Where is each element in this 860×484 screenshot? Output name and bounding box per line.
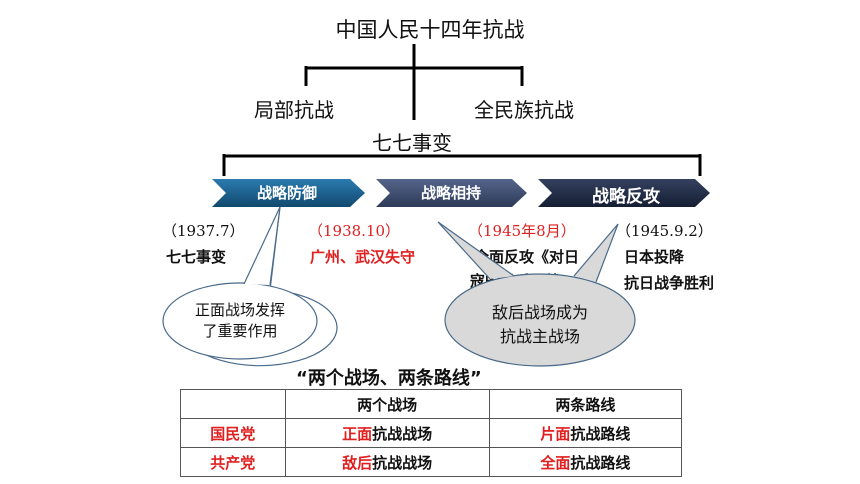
- table-row: 国民党 正面抗战战场 片面抗战路线: [180, 418, 683, 448]
- route-emphasis: 片面: [540, 424, 571, 443]
- battlefield-text: 抗战战场: [372, 453, 433, 472]
- diagram-title: 中国人民十四年抗战: [335, 18, 525, 42]
- party-cell: 共产党: [180, 447, 286, 477]
- battlefield-text: 抗战战场: [372, 424, 433, 443]
- event-surrender: 日本投降: [624, 248, 685, 266]
- branch-left-label: 局部抗战: [254, 98, 334, 122]
- table-row: 共产党 敌后抗战战场 全面抗战路线: [180, 447, 683, 477]
- event-counteroffensive-l1: 全面反攻《对日: [474, 248, 580, 266]
- party-cell: 国民党: [180, 418, 286, 448]
- table-section-title: “两个战场、两条路线”: [296, 368, 482, 389]
- table-header-cell: [180, 389, 286, 419]
- stage-counteroffensive-chevron: [538, 179, 710, 207]
- branch-right-label: 全民族抗战: [474, 98, 574, 122]
- route-text: 抗战路线: [570, 453, 631, 472]
- table-header-cell: 两条路线: [488, 389, 683, 419]
- callout-left-line2: 了重要作用: [202, 322, 278, 340]
- stage-counteroffensive-label: 战略反攻: [592, 187, 660, 207]
- callout-left-line1: 正面战场发挥: [194, 301, 285, 319]
- callout-right-line1: 敌后战场成为: [491, 303, 588, 322]
- callout-right-line2: 抗战主战场: [499, 327, 580, 346]
- event-victory: 抗日战争胜利: [624, 274, 715, 292]
- turning-event-label: 七七事变: [372, 131, 452, 155]
- battlefield-emphasis: 敌后: [342, 453, 373, 472]
- date-1937: （1937.7）: [162, 222, 245, 240]
- comparison-table: 两个战场 两条路线 国民党 正面抗战战场 片面抗战路线 共产党 敌后抗战战场 全…: [180, 389, 683, 477]
- date-1938: （1938.10）: [308, 222, 401, 240]
- date-1945-aug: （1945年8月）: [468, 222, 576, 240]
- event-guangzhou-wuhan: 广州、武汉失守: [310, 248, 416, 266]
- event-july7: 七七事变: [166, 248, 227, 266]
- route-cell: 片面抗战路线: [488, 418, 683, 448]
- battlefield-emphasis: 正面: [342, 424, 373, 443]
- stage-defense-chevron: [212, 179, 365, 207]
- stage-stalemate-chevron: [376, 179, 527, 207]
- route-text: 抗战路线: [570, 424, 631, 443]
- route-emphasis: 全面: [540, 453, 571, 472]
- route-cell: 全面抗战路线: [488, 447, 683, 477]
- battlefield-cell: 正面抗战战场: [284, 418, 490, 448]
- table-header-row: 两个战场 两条路线: [180, 389, 683, 419]
- stage-stalemate-label: 战略相持: [420, 184, 481, 202]
- battlefield-cell: 敌后抗战战场: [284, 447, 490, 477]
- date-1945-sep: （1945.9.2）: [616, 222, 713, 240]
- table-header-cell: 两个战场: [284, 389, 490, 419]
- stage-defense-label: 战略防御: [256, 184, 317, 202]
